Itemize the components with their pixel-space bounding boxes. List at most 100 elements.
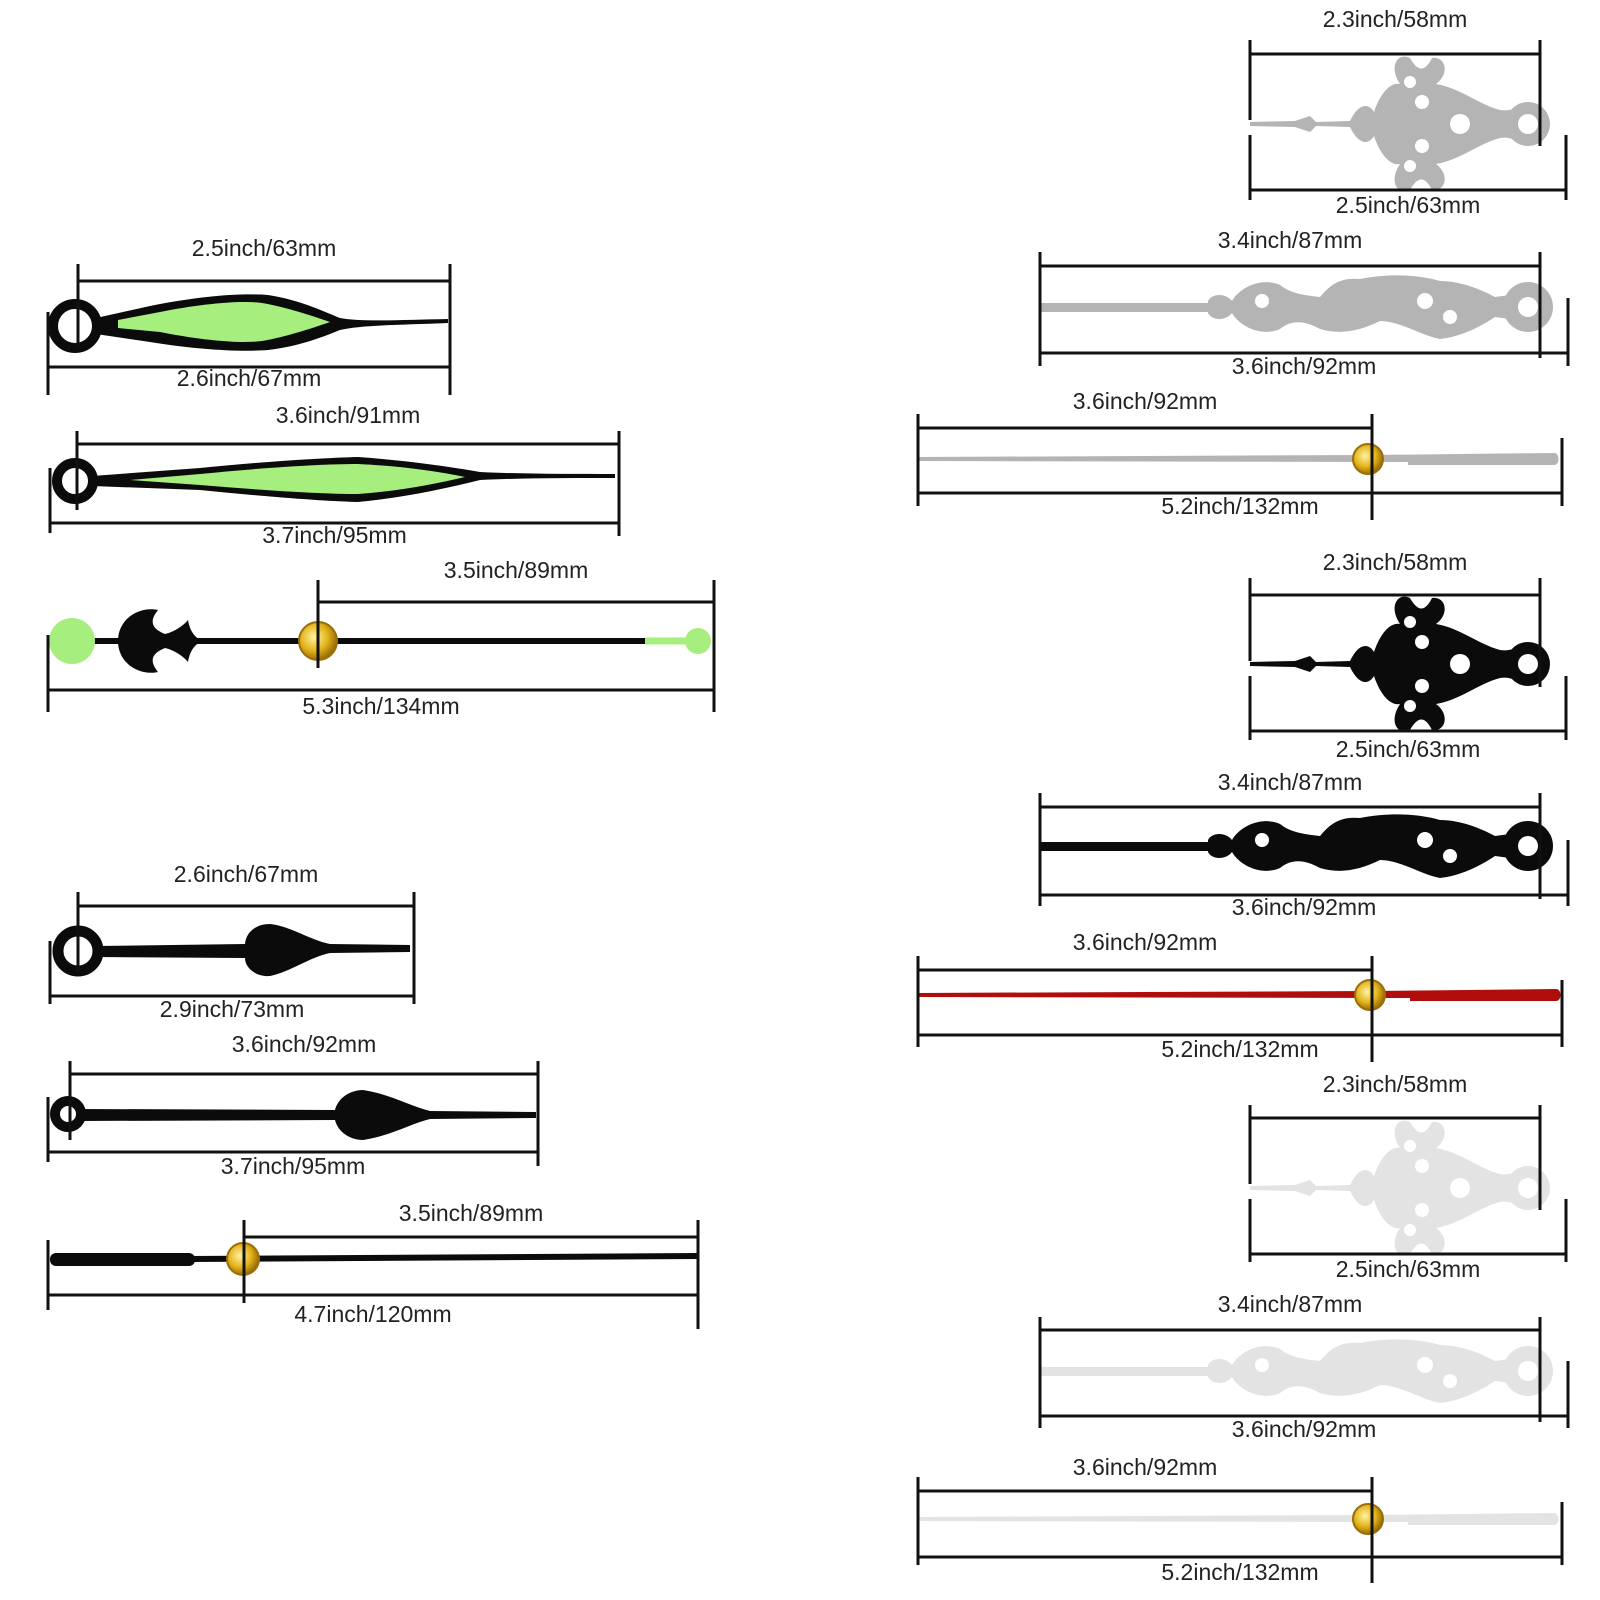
hub-ring xyxy=(50,1096,86,1132)
minute-hand-shaft xyxy=(1040,842,1210,851)
second-hand-lume xyxy=(49,609,711,673)
filigree-cutout xyxy=(1255,294,1269,308)
hour-hand-body xyxy=(1250,596,1525,732)
dimension-label-top: 3.6inch/92mm xyxy=(1073,388,1217,414)
filigree-cutout xyxy=(1443,1374,1457,1388)
filigree-cutout xyxy=(1415,679,1429,693)
minute-hand-body xyxy=(1208,275,1510,339)
dimension-silver-serpentine-second: 3.6inch/92mm 5.2inch/132mm xyxy=(916,388,1564,520)
filigree-cutout xyxy=(1404,1224,1416,1236)
second-hand-black xyxy=(50,1242,699,1276)
dimension-label-bottom: 3.7inch/95mm xyxy=(221,1153,365,1179)
filigree-cutout xyxy=(1450,1178,1470,1198)
dimension-label-top: 3.5inch/89mm xyxy=(444,557,588,583)
filigree-cutout xyxy=(1415,1203,1429,1217)
filigree-cutout xyxy=(1404,160,1416,172)
dimension-black-serpentine-second: 3.6inch/92mm 5.2inch/132mm xyxy=(916,929,1564,1062)
filigree-cutout xyxy=(1255,833,1269,847)
dimension-label-bottom: 4.7inch/120mm xyxy=(294,1301,451,1327)
counterweight-bar xyxy=(50,1253,195,1266)
filigree-cutout xyxy=(1415,1159,1429,1173)
dimension-label-bottom: 5.3inch/134mm xyxy=(302,693,459,719)
filigree-cutout xyxy=(1415,95,1429,109)
dimension-white-serpentine-minute: 3.4inch/87mm 3.6inch/92mm xyxy=(1038,1291,1570,1442)
dimension-label-top: 3.4inch/87mm xyxy=(1218,769,1362,795)
dimension-lume-spade-hour: 2.5inch/63mm 2.6inch/67mm xyxy=(46,235,452,395)
tip-lume-dot xyxy=(685,628,711,654)
counterweight-spade xyxy=(118,609,205,673)
filigree-cutout xyxy=(1404,700,1416,712)
hour-hand-black xyxy=(52,924,410,977)
set-silver-serpentine xyxy=(918,56,1559,475)
dimension-label-bottom: 5.2inch/132mm xyxy=(1161,493,1318,519)
dimension-label-bottom: 5.2inch/132mm xyxy=(1161,1036,1318,1062)
hour-hand-body xyxy=(1250,1120,1525,1256)
filigree-cutout xyxy=(1415,139,1429,153)
second-hand-shaft xyxy=(189,1253,699,1262)
hour-hand-lume-fill xyxy=(118,302,330,342)
brass-hub xyxy=(1354,979,1386,1011)
hub-hole xyxy=(1518,1361,1538,1381)
dimension-lume-spade-minute: 3.6inch/91mm 3.7inch/95mm xyxy=(48,402,621,548)
minute-hand-body xyxy=(1208,814,1510,878)
dimension-brackets: 2.5inch/63mm 2.6inch/67mm 3.6inch/91mm 3.7i… xyxy=(46,6,1570,1585)
hub-hole xyxy=(1518,1178,1538,1198)
minute-hand-body xyxy=(80,1090,536,1140)
minute-hand-shaft xyxy=(1040,1367,1210,1376)
dimension-label-top: 3.5inch/89mm xyxy=(399,1200,543,1226)
dimension-label-top: 3.6inch/92mm xyxy=(232,1031,376,1057)
dimension-black-stick-second: 3.5inch/89mm 4.7inch/120mm xyxy=(46,1200,700,1329)
minute-hand-lume-fill xyxy=(130,464,465,494)
dimension-label-bottom: 2.6inch/67mm xyxy=(177,365,321,391)
dimension-label-top: 2.6inch/67mm xyxy=(174,861,318,887)
dimension-label-top: 3.4inch/87mm xyxy=(1218,1291,1362,1317)
hub-hole xyxy=(1518,297,1538,317)
minute-hand-lume xyxy=(52,457,615,504)
minute-hand-black xyxy=(50,1090,536,1140)
hub-hole xyxy=(1518,114,1538,134)
dimension-label-top: 2.3inch/58mm xyxy=(1323,1071,1467,1097)
set-black-serpentine xyxy=(918,596,1561,1011)
set-lume-spade xyxy=(48,294,711,673)
filigree-cutout xyxy=(1417,1357,1433,1373)
second-hand-shaft xyxy=(918,453,1559,465)
filigree-cutout xyxy=(1255,1358,1269,1372)
hub-ring xyxy=(52,458,98,504)
dimension-label-bottom: 5.2inch/132mm xyxy=(1161,1559,1318,1585)
brass-hub xyxy=(1352,1503,1384,1535)
hub-ring xyxy=(48,299,102,353)
hub-hole xyxy=(1518,836,1538,856)
dimension-label-bottom: 2.9inch/73mm xyxy=(160,996,304,1022)
set-white-serpentine xyxy=(918,1120,1559,1535)
dimension-label-top: 3.6inch/92mm xyxy=(1073,1454,1217,1480)
filigree-cutout xyxy=(1443,310,1457,324)
dimension-black-stick-minute: 3.6inch/92mm 3.7inch/95mm xyxy=(46,1031,540,1179)
filigree-cutout xyxy=(1417,832,1433,848)
dimension-label-bottom: 2.5inch/63mm xyxy=(1336,192,1480,218)
dimension-label-bottom: 3.6inch/92mm xyxy=(1232,894,1376,920)
filigree-cutout xyxy=(1404,616,1416,628)
dimension-label-top: 2.3inch/58mm xyxy=(1323,549,1467,575)
brass-hub xyxy=(1352,443,1384,475)
second-hand-shaft xyxy=(918,1513,1559,1525)
hour-hand-body xyxy=(96,924,410,977)
dimension-label-top: 3.6inch/92mm xyxy=(1073,929,1217,955)
filigree-cutout xyxy=(1417,293,1433,309)
filigree-cutout xyxy=(1450,114,1470,134)
filigree-cutout xyxy=(1443,849,1457,863)
dimension-label-bottom: 3.6inch/92mm xyxy=(1232,1416,1376,1442)
hour-hand-lume xyxy=(48,294,448,353)
filigree-cutout xyxy=(1404,76,1416,88)
dimension-black-stick-hour: 2.6inch/67mm 2.9inch/73mm xyxy=(48,861,416,1022)
dimension-label-bottom: 3.7inch/95mm xyxy=(262,522,406,548)
counterweight-lume-dot xyxy=(49,618,95,664)
filigree-cutout xyxy=(1415,635,1429,649)
minute-hand-shaft xyxy=(1040,303,1210,312)
dimension-label-top: 2.5inch/63mm xyxy=(192,235,336,261)
dimension-label-top: 3.6inch/91mm xyxy=(276,402,420,428)
